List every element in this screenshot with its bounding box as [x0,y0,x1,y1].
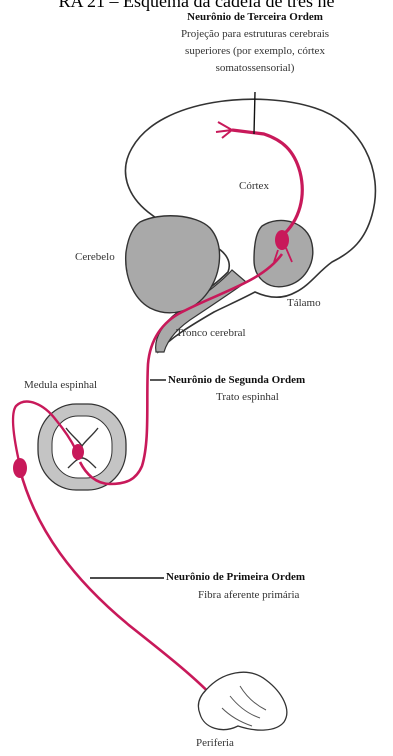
first-order-desc: Fibra aferente primária [198,588,299,602]
third-order-title: Neurônio de Terceira Ordem [150,10,360,24]
first-order-peripheral-branch [20,470,216,700]
second-order-desc: Trato espinhal [216,390,279,404]
third-order-soma [275,230,289,250]
cerebellum-label: Cerebelo [75,250,115,264]
thalamus-label: Tálamo [287,296,321,310]
second-order-title: Neurônio de Segunda Ordem [168,373,305,387]
first-order-title: Neurônio de Primeira Ordem [166,570,305,584]
third-order-desc-2: superiores (por exemplo, córtex [150,44,360,58]
third-order-desc-1: Projeção para estruturas cerebrais [150,27,360,41]
paw [198,672,286,730]
cortex-label: Córtex [239,179,269,193]
first-order-soma [13,458,27,478]
third-order-desc-3: somatossensorial) [150,61,360,75]
spinal-cord-label: Medula espinhal [24,378,97,392]
third-order-pointer [254,92,255,134]
brainstem-label: Tronco cerebral [176,326,246,340]
periphery-label: Periferia [196,736,234,750]
